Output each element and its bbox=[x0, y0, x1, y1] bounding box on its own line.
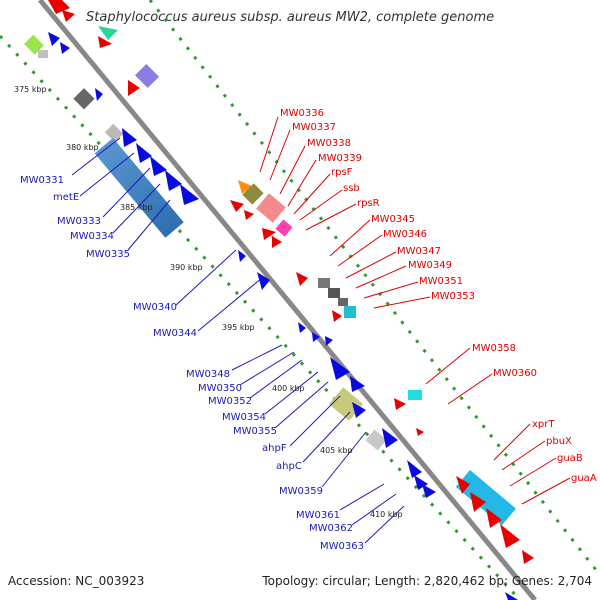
tick-label: 395 kbp bbox=[222, 323, 255, 332]
right-leader-lines bbox=[259, 116, 571, 505]
tick-label: 400 kbp bbox=[272, 384, 305, 393]
gene-label-right: ssb bbox=[343, 183, 360, 194]
gene-label-left: ahpF bbox=[262, 443, 287, 454]
gene-label-left: MW0348 bbox=[186, 369, 230, 380]
genome-title: Staphylococcus aureus subsp. aureus MW2,… bbox=[86, 10, 495, 25]
gene-label-right: MW0336 bbox=[280, 108, 324, 119]
gene-label-right: MW0349 bbox=[408, 260, 452, 271]
genome-summary-text: Topology: circular; Length: 2,820,462 bp… bbox=[262, 574, 592, 588]
gene-label-left: metE bbox=[53, 192, 79, 203]
gene-label-right: MW0339 bbox=[318, 153, 362, 164]
gene-label-right: MW0358 bbox=[472, 343, 516, 354]
gene-label-right: MW0360 bbox=[493, 368, 537, 379]
accession-text: Accession: NC_003923 bbox=[8, 574, 145, 588]
gene-label-left: MW0331 bbox=[20, 175, 64, 186]
gene-label-left: MW0363 bbox=[320, 541, 364, 552]
tick-label: 410 kbp bbox=[370, 510, 403, 519]
gene-label-right: MW0347 bbox=[397, 246, 441, 257]
gene-label-left: MW0355 bbox=[233, 426, 277, 437]
gene-label-right: rpsF bbox=[331, 167, 353, 178]
gene-label-left: ahpC bbox=[276, 461, 302, 472]
gene-label-right: xprT bbox=[532, 419, 555, 430]
gene-label-right: MW0353 bbox=[431, 291, 475, 302]
gene-label-left: MW0359 bbox=[279, 486, 323, 497]
right-gene-labels: MW0336 MW0337 MW0338 MW0339 rpsF ssb rps… bbox=[280, 108, 597, 484]
genome-backbone bbox=[38, 0, 537, 600]
tick-label: 380 kbp bbox=[66, 143, 99, 152]
gene-label-left: MW0333 bbox=[57, 216, 101, 227]
reverse-strand-features bbox=[24, 32, 518, 600]
tick-label: 390 kbp bbox=[170, 263, 203, 272]
tick-label: 385 kbp bbox=[120, 203, 153, 212]
gene-label-left: MW0334 bbox=[70, 231, 114, 242]
gene-label-right: guaA bbox=[571, 473, 597, 484]
gene-label-left: MW0361 bbox=[296, 510, 340, 521]
gene-label-left: MW0362 bbox=[309, 523, 353, 534]
gene-label-left: MW0340 bbox=[133, 302, 177, 313]
gene-label-right: MW0345 bbox=[371, 214, 415, 225]
gene-label-right: pbuX bbox=[546, 436, 572, 447]
tick-labels: 375 kbp 380 kbp 385 kbp 390 kbp 395 kbp … bbox=[14, 85, 403, 519]
gene-label-right: MW0351 bbox=[419, 276, 463, 287]
gene-label-left: MW0350 bbox=[198, 383, 242, 394]
gene-label-left: MW0352 bbox=[208, 396, 252, 407]
gene-label-right: guaB bbox=[557, 453, 583, 464]
gene-label-left: MW0344 bbox=[153, 328, 197, 339]
forward-strand-features bbox=[48, 0, 534, 564]
gene-label-right: MW0346 bbox=[383, 229, 427, 240]
left-leader-lines bbox=[71, 137, 405, 544]
tick-label: 405 kbp bbox=[320, 446, 353, 455]
gene-label-right: rpsR bbox=[357, 198, 380, 209]
left-gene-labels: MW0331 metE MW0333 MW0334 MW0335 MW0340 … bbox=[20, 175, 364, 552]
gene-label-left: MW0335 bbox=[86, 249, 130, 260]
gene-label-left: MW0354 bbox=[222, 412, 266, 423]
gene-label-right: MW0337 bbox=[292, 122, 336, 133]
gene-label-right: MW0338 bbox=[307, 138, 351, 149]
tick-label: 375 kbp bbox=[14, 85, 47, 94]
